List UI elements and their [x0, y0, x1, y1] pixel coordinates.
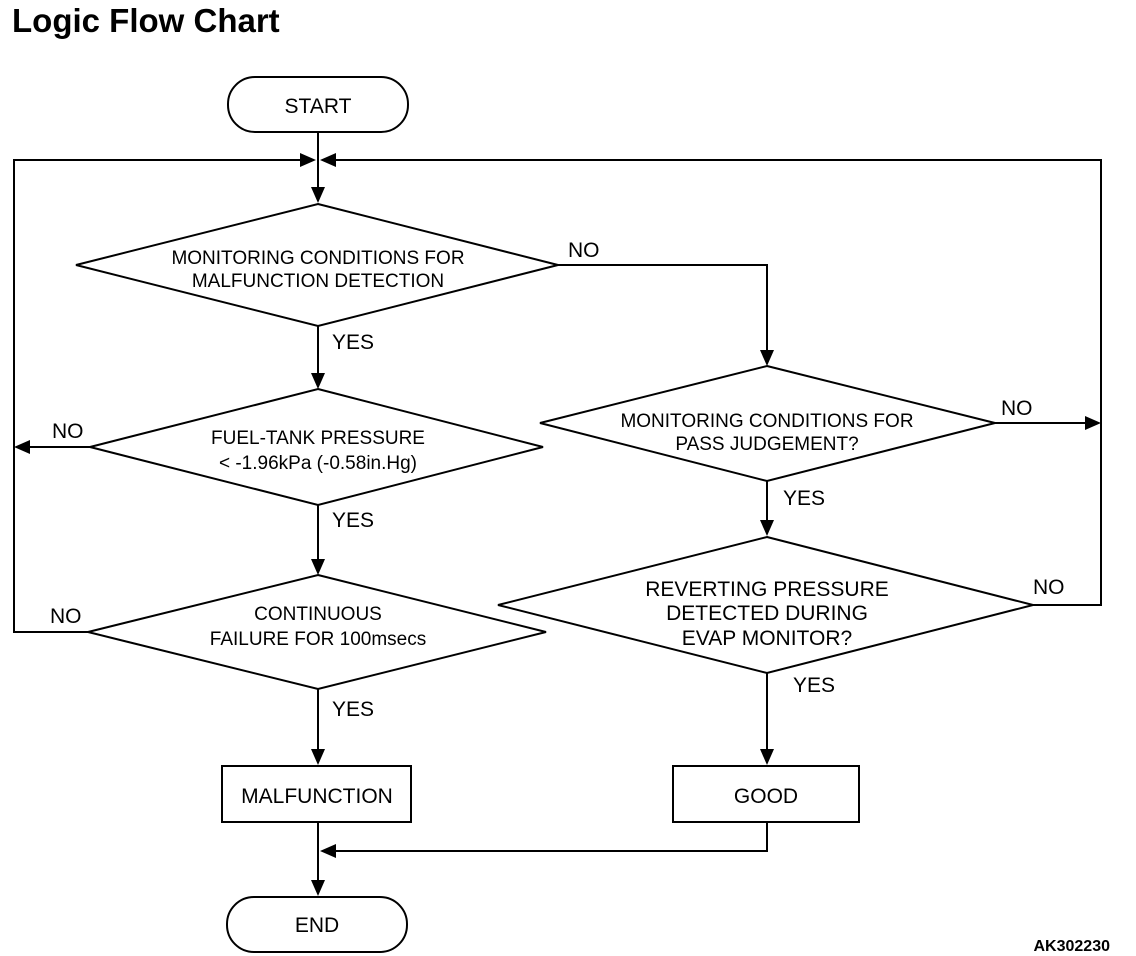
decision-5-line1: REVERTING PRESSURE: [645, 578, 889, 601]
loop-left: [13, 159, 300, 633]
loop-right: [336, 159, 1102, 606]
decision-5-line3: EVAP MONITOR?: [682, 627, 852, 650]
arrow-to-diamond-5: [760, 520, 774, 536]
arrow-to-diamond-2: [311, 373, 325, 389]
decision-3-line1: CONTINUOUS: [254, 604, 382, 625]
decision-2-line1: FUEL-TANK PRESSURE: [211, 428, 425, 449]
arrow-to-decision-pass: [760, 350, 774, 366]
label-yes-d4: YES: [783, 487, 825, 510]
arrow-to-diamond-3: [311, 559, 325, 575]
end-label: END: [295, 914, 339, 937]
label-no-d3: NO: [50, 605, 82, 628]
arrow-loop-left: [300, 153, 316, 167]
end-terminal: [226, 896, 408, 953]
decision-1-line1: MONITORING CONDITIONS FOR: [171, 248, 464, 269]
decision-4-line1: MONITORING CONDITIONS FOR: [620, 411, 913, 432]
label-no-d2: NO: [52, 420, 84, 443]
connector-good-end: [336, 822, 768, 852]
label-yes-d2: YES: [332, 509, 374, 532]
label-no-d5: NO: [1033, 576, 1065, 599]
decision-2-line2: < -1.96kPa (-0.58in.Hg): [219, 453, 417, 474]
label-no-d1: NO: [568, 239, 600, 262]
page-title: Logic Flow Chart: [12, 2, 280, 39]
decision-4-line2: PASS JUDGEMENT?: [675, 434, 858, 455]
arrow-d4-no: [1085, 416, 1101, 430]
label-yes-d5: YES: [793, 674, 835, 697]
figure-code: AK302230: [1034, 938, 1111, 955]
connector-d1-no: [558, 264, 768, 350]
malfunction-label: MALFUNCTION: [241, 785, 393, 808]
arrow-loop-right: [320, 153, 336, 167]
decision-5-line2: DETECTED DURING: [666, 602, 868, 625]
arrow-to-malfunction: [311, 749, 325, 765]
good-box: [672, 765, 860, 823]
malfunction-box: [221, 765, 412, 823]
label-yes-d3: YES: [332, 698, 374, 721]
arrow-good-merge: [320, 844, 336, 858]
arrow-to-good: [760, 749, 774, 765]
label-no-d4: NO: [1001, 397, 1033, 420]
label-yes-d1: YES: [332, 331, 374, 354]
start-label: START: [285, 95, 352, 118]
decision-3-line2: FAILURE FOR 100msecs: [210, 629, 426, 650]
good-label: GOOD: [734, 785, 798, 808]
arrow-d2-no: [14, 440, 30, 454]
decision-1-line2: MALFUNCTION DETECTION: [192, 271, 444, 292]
arrow-to-end: [311, 880, 325, 896]
arrow-to-diamond-1: [311, 187, 325, 203]
